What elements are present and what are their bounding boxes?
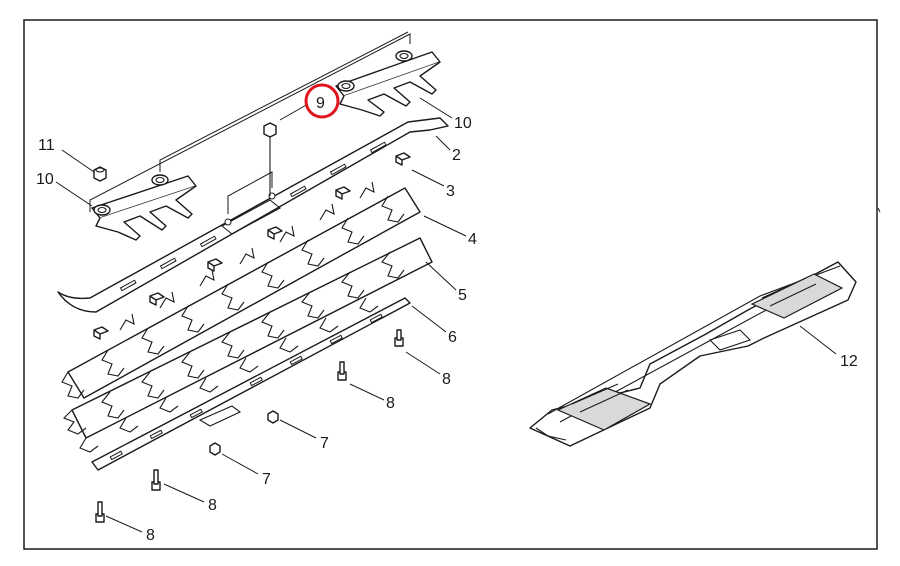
callout-6: 6: [448, 329, 457, 346]
part-8-bolts: [95, 329, 404, 523]
callout-labels: 9 10 2 11 10 3 4 5 6 8 8 7 7 8 8 12: [36, 95, 858, 544]
part-10-finger-guard-right: [335, 50, 441, 117]
callout-10-right: 10: [454, 115, 472, 132]
callout-7-b: 7: [262, 471, 271, 488]
callout-3: 3: [446, 183, 455, 200]
part-7-nuts: [209, 410, 279, 456]
callout-2: 2: [452, 147, 461, 164]
part-9-bolt: [263, 122, 277, 196]
callout-7-a: 7: [320, 435, 329, 452]
callout-10-left: 10: [36, 171, 54, 188]
callout-8-d: 8: [146, 527, 155, 544]
highlight-circle: [304, 83, 340, 119]
part-10-finger-guard-left: [91, 174, 197, 241]
callout-9: 9: [316, 95, 325, 112]
callout-8-a: 8: [442, 371, 451, 388]
part-11-nut: [93, 166, 107, 182]
callout-5: 5: [458, 287, 467, 304]
diagram-frame: [23, 19, 878, 550]
part-6-lower-bar: [91, 297, 411, 471]
part-4-upper-blade: [61, 181, 421, 399]
callout-12: 12: [840, 353, 858, 370]
callout-leader-lines: [55, 97, 837, 533]
callout-11: 11: [38, 137, 55, 154]
callout-8-c: 8: [208, 497, 217, 514]
part-2-guide-plate: [57, 117, 449, 313]
part-3-square-nuts: [93, 152, 411, 340]
part-12-cover-tray: [529, 261, 857, 447]
callout-4: 4: [468, 231, 477, 248]
callout-8-b: 8: [386, 395, 395, 412]
assembly-outline: [89, 31, 411, 214]
edge-mark: [877, 207, 881, 213]
part-5-lower-blade: [63, 237, 433, 453]
